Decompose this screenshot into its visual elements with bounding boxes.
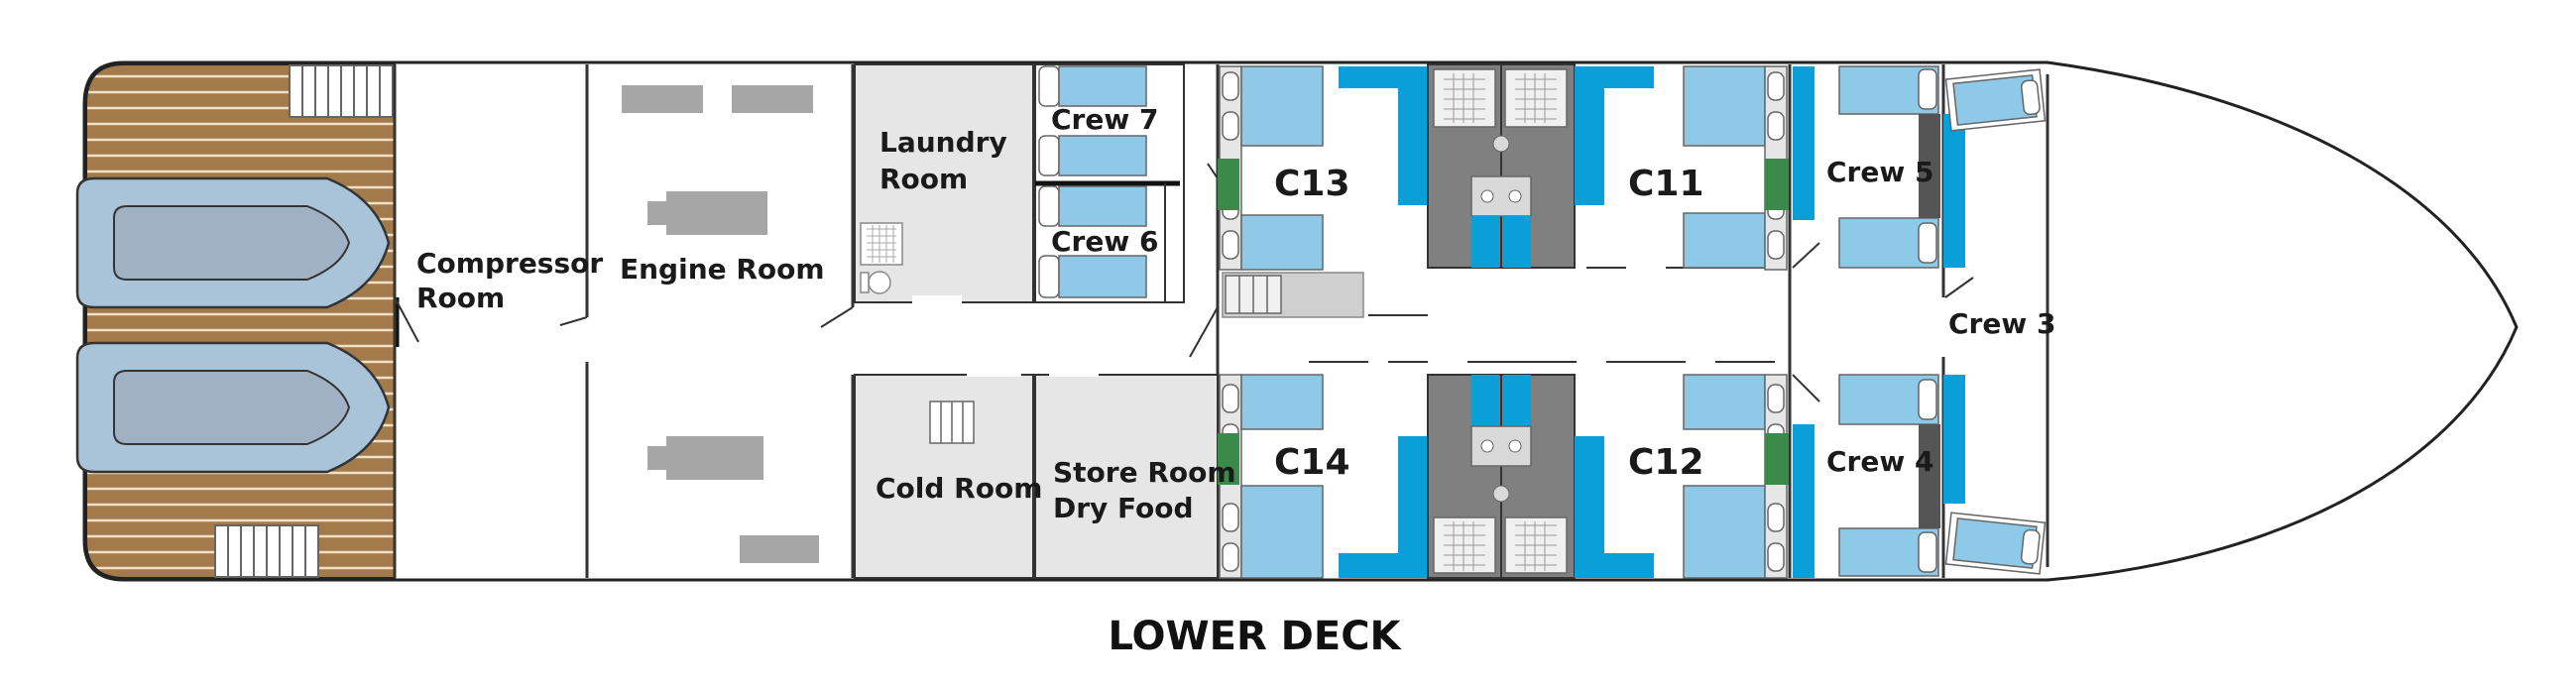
corridor-stairs (1222, 272, 1364, 318)
crew-4-furniture (1792, 374, 1965, 578)
tender-boat-bottom (75, 341, 391, 474)
label-laundry-room: Laundry (879, 126, 1007, 159)
label-cold-room: Cold Room (876, 472, 1042, 505)
label-crew-6: Crew 6 (1051, 225, 1158, 258)
crew-3-furniture (1944, 68, 2047, 575)
stern-stairs-bottom (214, 524, 319, 578)
engine-machinery (622, 85, 819, 563)
crew-5-furniture (1792, 65, 1965, 269)
label-store-room: Store Room (1053, 456, 1236, 489)
door-swings (394, 163, 1219, 358)
label-compressor-room-line2: Room (416, 282, 505, 314)
stern-deck (85, 63, 396, 579)
label-c14: C14 (1274, 442, 1350, 483)
deck-title: LOWER DECK (1108, 614, 1402, 659)
stern-stairs-top (289, 64, 394, 118)
crew-6-beds (1038, 185, 1147, 298)
label-crew-7: Crew 7 (1051, 103, 1158, 136)
label-crew-4: Crew 4 (1826, 445, 1933, 478)
tender-boat-top (75, 176, 391, 309)
crew-7-beds (1038, 65, 1147, 176)
cabin-c13-furniture (1218, 65, 1428, 271)
cabin-c11-furniture (1575, 65, 1789, 271)
label-crew-5: Crew 5 (1826, 156, 1933, 188)
label-c13: C13 (1274, 164, 1350, 204)
label-c12: C12 (1628, 442, 1704, 483)
cabin-c14-furniture (1218, 374, 1428, 579)
label-crew-3: Crew 3 (1948, 307, 2055, 340)
label-dry-food: Dry Food (1053, 492, 1194, 524)
cabin-c12-furniture (1575, 374, 1789, 579)
label-laundry-room-line2: Room (879, 163, 968, 195)
bathroom-block-top (1427, 63, 1576, 269)
label-c11: C11 (1628, 164, 1704, 204)
store-room-fill (1034, 374, 1219, 579)
bathroom-block-bottom (1427, 374, 1576, 579)
laundry-shower (860, 222, 903, 294)
label-compressor-room: Compressor (416, 247, 603, 280)
cold-room-shelf (929, 401, 975, 444)
label-engine-room: Engine Room (620, 253, 825, 286)
